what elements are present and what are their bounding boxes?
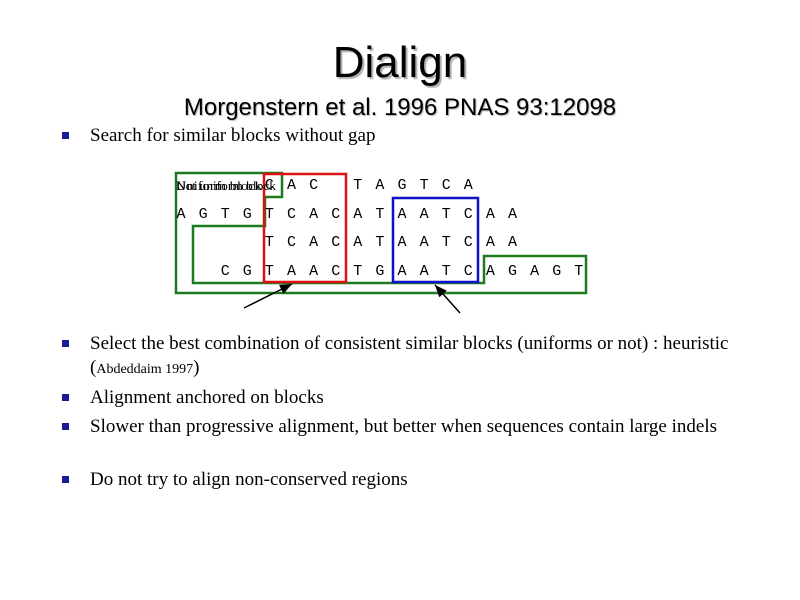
bullet-item: Do not try to align non-conserved region… (62, 468, 732, 492)
uniform-block-box (262, 172, 348, 284)
bullet-item: Search for similar blocks without gap (62, 124, 732, 148)
sequence-letter: A (486, 234, 495, 251)
sequence-letter: C (464, 234, 473, 251)
bullet-text-main: Select the best combination of consisten… (90, 333, 729, 378)
arrows (243, 283, 461, 314)
bullet-square-icon (62, 423, 69, 430)
sequence-letter: A (309, 263, 318, 280)
sequence-letter: C (464, 206, 473, 223)
sequence-letter: A (486, 206, 495, 223)
sequence-letter: G (375, 263, 384, 280)
sequence-letter: T (442, 263, 451, 280)
sequence-letter: A (353, 206, 362, 223)
bullet-text: Alignment anchored on blocks (90, 387, 324, 408)
sequence-letter: T (442, 206, 451, 223)
sequence-letter: T (265, 234, 274, 251)
sequence-letter: A (397, 234, 406, 251)
bullet-item: Slower than progressive alignment, but b… (62, 415, 732, 439)
bullet-square-icon (62, 132, 69, 139)
slide-subtitle: Morgenstern et al. 1996 PNAS 93:12098 (183, 94, 617, 121)
sequence-letter: G (552, 263, 561, 280)
sequence-letter: T (265, 206, 274, 223)
sequence-letter: C (221, 263, 230, 280)
sequence-letter: G (199, 206, 208, 223)
bullet-text: Select the best combination of consisten… (90, 332, 732, 382)
bullet-text: Do not try to align non-conserved region… (90, 469, 408, 490)
bullet-square-icon (62, 340, 69, 347)
bullet-item: Select the best combination of consisten… (62, 332, 732, 382)
sequence-letter: A (464, 177, 473, 194)
sequence-letter: A (420, 234, 429, 251)
sequence-letter: C (464, 263, 473, 280)
sequence-letter: T (375, 234, 384, 251)
sequence-letter: A (397, 263, 406, 280)
bullet-text-tail: ) (193, 357, 200, 378)
block-type-label: Uniform block (176, 178, 263, 193)
block-boxes (174, 171, 588, 295)
sequence-letter: T (221, 206, 230, 223)
sequence-letter: G (508, 263, 517, 280)
sequence-letter: A (530, 263, 539, 280)
arrow-head (435, 285, 447, 298)
sequence-letter: A (486, 263, 495, 280)
sequence-letter: A (287, 263, 296, 280)
sequence-letter: A (508, 234, 517, 251)
not-uniform-block-box (174, 171, 588, 295)
sequence-letter: G (397, 177, 406, 194)
arrow-head (279, 284, 292, 294)
sequence-letter: A (309, 206, 318, 223)
sequence-letter: A (420, 263, 429, 280)
uniform-block-box (391, 196, 480, 284)
sequence-letter: C (331, 234, 340, 251)
sequence-letter: C (331, 263, 340, 280)
sequence-letter: G (243, 206, 252, 223)
bullet-text: Search for similar blocks without gap (90, 125, 376, 146)
sequence-letter: T (353, 177, 362, 194)
sequence-letter: A (353, 234, 362, 251)
block-type-label: Not uniform block (176, 178, 277, 193)
sequence-letter: T (420, 177, 429, 194)
sequence-letter: A (420, 206, 429, 223)
sequence-letter: T (442, 234, 451, 251)
sequence-letter: T (375, 206, 384, 223)
sequence-letter: A (375, 177, 384, 194)
sequence-letter: T (353, 263, 362, 280)
bullet-square-icon (62, 476, 69, 483)
sequence-letter: C (265, 177, 274, 194)
sequence-letter: T (574, 263, 583, 280)
sequence-letter: C (287, 234, 296, 251)
sequence-letter: C (331, 206, 340, 223)
bullet-item: Alignment anchored on blocks (62, 386, 732, 410)
sequence-letter: G (243, 263, 252, 280)
citation: Abdeddaim 1997 (96, 362, 194, 377)
sequence-letter: T (265, 263, 274, 280)
sequence-letter: A (309, 234, 318, 251)
bullet-text: Slower than progressive alignment, but b… (90, 416, 717, 437)
bullet-square-icon (62, 394, 69, 401)
sequence-letter: C (287, 206, 296, 223)
sequence-letter: A (397, 206, 406, 223)
slide-title: Dialign (332, 38, 468, 87)
sequence-letter: C (309, 177, 318, 194)
sequence-letter: A (287, 177, 296, 194)
sequence-letter: A (176, 206, 185, 223)
sequence-letter: C (442, 177, 451, 194)
sequence-letter: A (508, 206, 517, 223)
